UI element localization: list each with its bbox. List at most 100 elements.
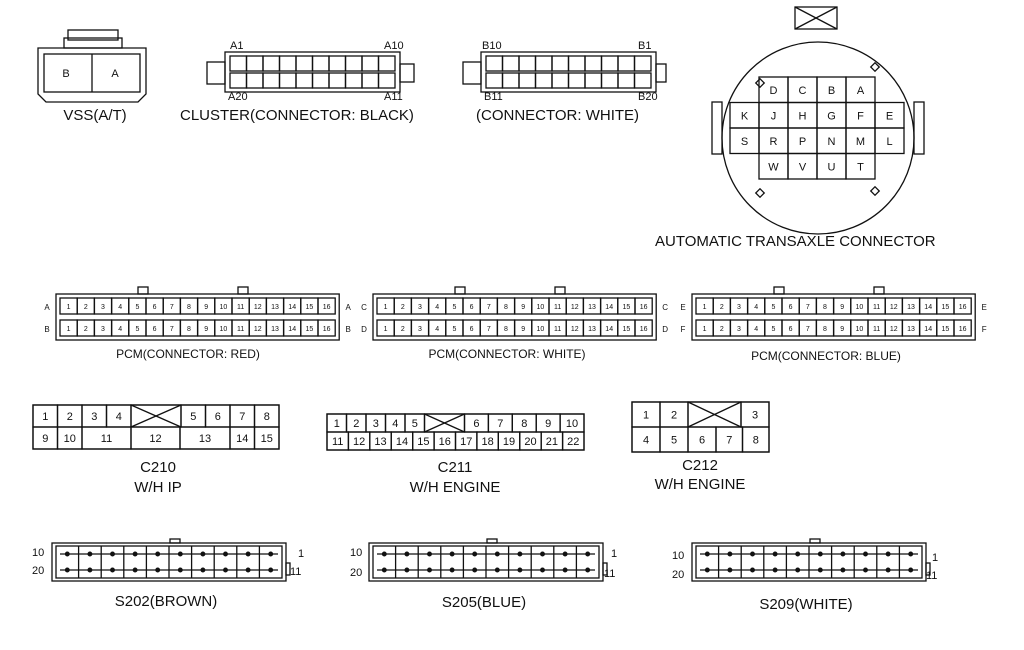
- splice-pin-dot: [494, 551, 500, 557]
- c211-pin-label: 8: [521, 418, 527, 430]
- pcm-pin-label: 3: [418, 304, 422, 311]
- pcm-pin-label: 15: [942, 304, 950, 311]
- pcm-row-letter: A: [346, 303, 352, 312]
- c210-pin-label: 9: [42, 433, 48, 445]
- transaxle-pin-u: U: [828, 161, 836, 173]
- cluster-white-pin-cavity: [584, 55, 603, 72]
- pcm-pin-cell: [634, 319, 653, 337]
- c211-location: W/H ENGINE: [410, 479, 501, 496]
- cluster-white-pin-cavity: [485, 72, 504, 89]
- cluster-white-pin-cavity: [567, 55, 586, 72]
- pcm-pin-label: 10: [856, 326, 864, 333]
- c212-pin-label: 7: [726, 435, 732, 447]
- s209-splice: 10 20 1 11 S209(WHITE): [672, 538, 938, 613]
- pcm-pin-label: 8: [504, 326, 508, 333]
- c211-pin-label: 17: [460, 436, 472, 448]
- cluster-black-label-a20: A20: [228, 91, 248, 103]
- splice-pin-dot: [540, 551, 545, 557]
- pcm-blue-title: PCM(CONNECTOR: BLUE): [751, 349, 901, 363]
- transaxle-pin-n: N: [828, 136, 836, 148]
- c211-pin-label: 19: [503, 436, 515, 448]
- pcm-pin-label: 12: [890, 326, 898, 333]
- transaxle-pin-l: L: [886, 136, 892, 148]
- transaxle-body: [721, 41, 915, 235]
- s205-splice: 10 20 1 11 S205(BLUE): [350, 538, 617, 611]
- transaxle-pin-t: T: [857, 161, 864, 173]
- splice-pin-dot: [427, 551, 432, 557]
- pcm-pin-label: 4: [435, 304, 439, 311]
- pcm-pin-label: 5: [135, 304, 139, 311]
- pcm-pin-label: 2: [84, 326, 88, 333]
- transaxle-pin-b: B: [828, 85, 835, 97]
- cluster-white-left-tab: [462, 61, 482, 85]
- c210-name: C210: [140, 459, 176, 476]
- pcm-pin-label: 12: [890, 304, 898, 311]
- cluster-black-pin-cavity: [344, 55, 363, 72]
- pcm-pin-label: 6: [153, 326, 157, 333]
- cluster-black-pin-cavity: [311, 55, 330, 72]
- s209-label-1: 1: [932, 552, 938, 564]
- c212-key-cross-b: [687, 401, 742, 428]
- splice-housing: [368, 542, 604, 582]
- cluster-black-pin-cavity: [262, 72, 281, 89]
- transaxle-left-ear: [711, 101, 723, 155]
- splice-housing: [691, 542, 927, 582]
- pcm-latch-left: [454, 286, 466, 295]
- pcm-row-letter: D: [662, 325, 668, 334]
- pcm-housing: [372, 293, 657, 341]
- pcm-row-letter: F: [982, 325, 987, 334]
- pcm-pin-label: 14: [605, 326, 613, 333]
- pcm-pin-cell: [953, 297, 972, 315]
- pcm-pin-label: 9: [840, 326, 844, 333]
- splice-pin-dot: [727, 551, 733, 557]
- pcm-housing: [55, 293, 340, 341]
- transaxle-pin-e: E: [886, 110, 893, 122]
- c211-pin-label: 6: [473, 418, 479, 430]
- splice-pin-dot: [517, 551, 523, 557]
- pcm-pin-label: 4: [435, 326, 439, 333]
- cluster-white-pin-cavity: [518, 55, 537, 72]
- c210-pin-label: 2: [67, 411, 73, 423]
- cluster-white-pin-cavity: [567, 72, 586, 89]
- splice-pin-dot: [795, 567, 801, 573]
- splice-pin-dot: [908, 567, 914, 573]
- c211-pin-label: 3: [373, 418, 379, 430]
- pcm-pin-label: 14: [605, 304, 613, 311]
- pcm-pin-cell: [317, 319, 336, 337]
- splice-pin-dot: [110, 567, 115, 573]
- cluster-black-title: CLUSTER(CONNECTOR: BLACK): [180, 107, 414, 124]
- cluster-black-pin-cavity: [278, 72, 297, 89]
- s209-label-10: 10: [672, 550, 684, 562]
- pcm-pin-label: 16: [640, 304, 648, 311]
- splice-pin-dot: [64, 567, 70, 573]
- splice-pin-dot: [817, 551, 823, 557]
- cluster-white-label-b1: B1: [638, 40, 651, 52]
- pcm-pin-label: 14: [924, 326, 932, 333]
- pcm-pin-label: 8: [504, 304, 508, 311]
- cluster-black-pin-cavity: [344, 72, 363, 89]
- pcm-pin-label: 2: [401, 304, 405, 311]
- pcm-latch-right: [873, 286, 885, 295]
- c212-pin-label: 8: [753, 435, 759, 447]
- pcm-latch-right: [237, 286, 249, 295]
- transaxle-pin-v: V: [799, 161, 807, 173]
- splice-pin-dot: [772, 551, 778, 557]
- cluster-white-pin-cavity: [600, 55, 619, 72]
- pcm-pin-label: 5: [135, 326, 139, 333]
- splice-pin-dot: [817, 567, 823, 573]
- transaxle-pin-k: K: [741, 110, 749, 122]
- splice-pin-dot: [472, 567, 478, 573]
- s202-label-10: 10: [32, 547, 44, 559]
- pcm-latch-left: [773, 286, 785, 295]
- splice-pin-dot: [177, 567, 183, 573]
- pcm-pin-label: 14: [288, 304, 296, 311]
- pcm-row-letter: F: [681, 325, 686, 334]
- pcm-pin-label: 2: [720, 326, 724, 333]
- c212-pin-cell: [741, 426, 770, 453]
- cluster-black-pin-cavity: [361, 72, 380, 89]
- splice-pin-dot: [223, 551, 228, 557]
- c211-pin-label: 9: [545, 418, 551, 430]
- splice-pin-dot: [795, 551, 801, 557]
- transaxle-pin-h: H: [799, 110, 807, 122]
